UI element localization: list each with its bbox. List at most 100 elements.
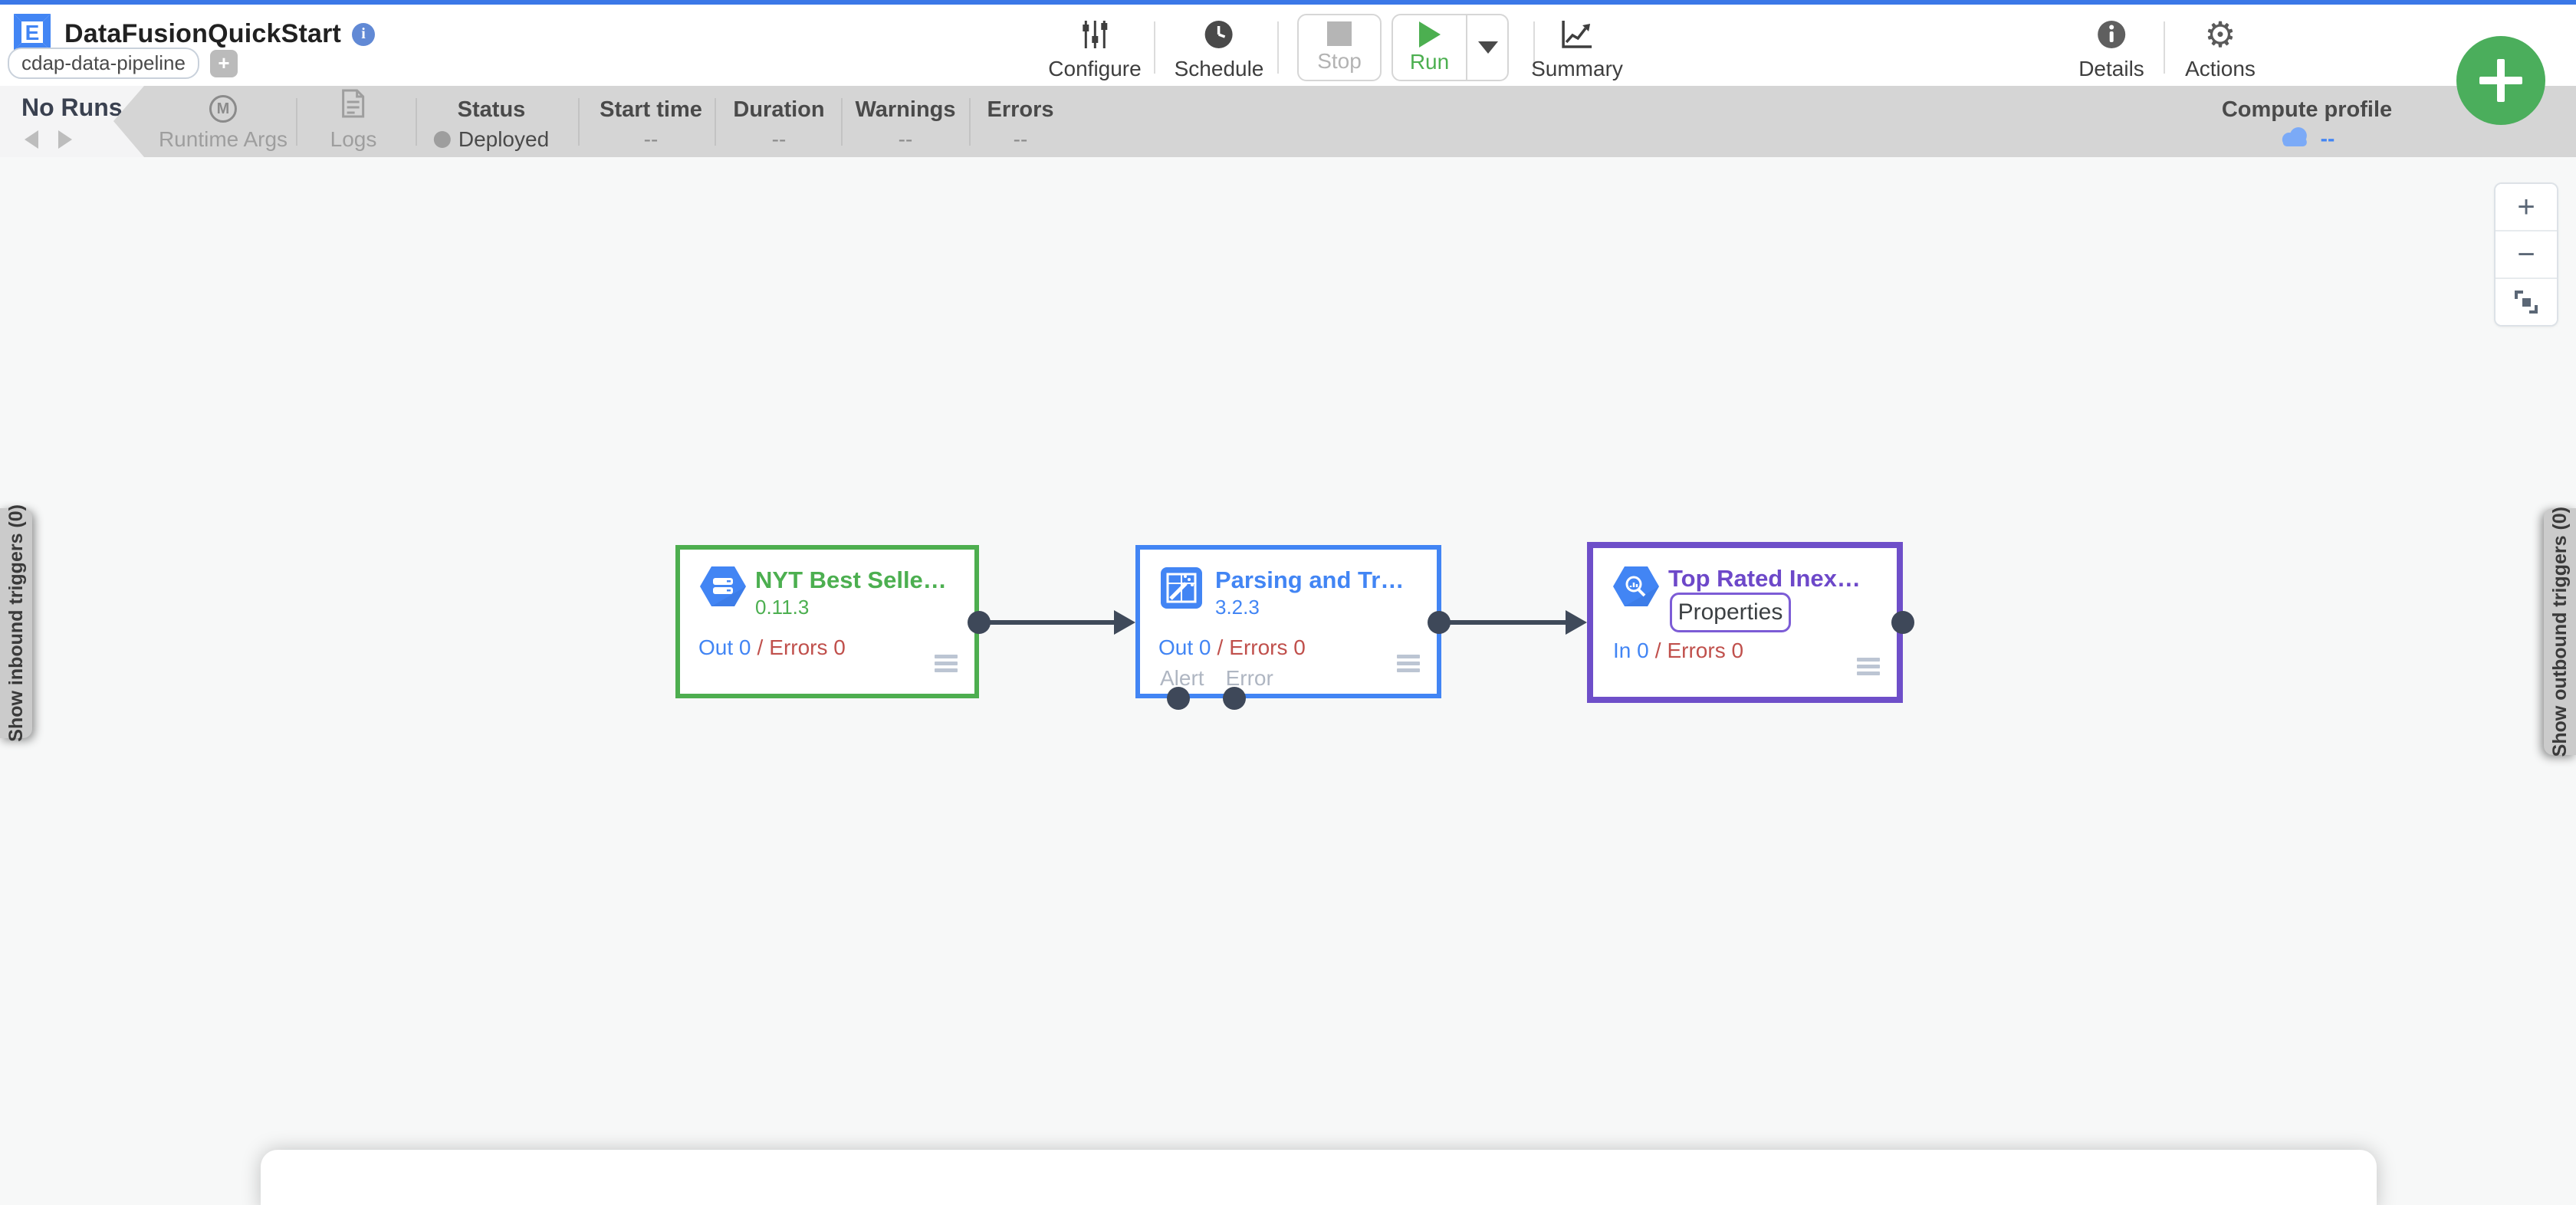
- output-port[interactable]: [1891, 611, 1914, 634]
- node-title: Parsing and Tr…: [1215, 566, 1405, 593]
- error-port[interactable]: [1223, 687, 1246, 710]
- add-tag-button[interactable]: +: [209, 49, 238, 77]
- fit-to-screen-button[interactable]: [2496, 277, 2557, 325]
- edge-transform-to-sink[interactable]: [1439, 620, 1568, 625]
- errors-count: Errors 0: [1229, 635, 1306, 659]
- status-dot-icon: [433, 131, 451, 148]
- inbound-triggers-tab[interactable]: Show inbound triggers (0): [0, 504, 32, 742]
- compute-profile[interactable]: Compute profile --: [2222, 86, 2392, 157]
- duration-label: Duration: [733, 97, 825, 122]
- start-time-column: Start time --: [600, 86, 702, 157]
- metrics-separator: /: [1217, 635, 1224, 659]
- compute-profile-label: Compute profile: [2221, 97, 2393, 122]
- top-accent-bar: [0, 0, 2576, 5]
- runtime-args-button[interactable]: M Runtime Args: [159, 86, 288, 157]
- runs-pager: [25, 130, 72, 149]
- warnings-value: --: [898, 127, 913, 151]
- output-port[interactable]: [968, 611, 991, 634]
- runs-separator: [578, 98, 580, 146]
- start-time-label: Start time: [600, 97, 702, 122]
- errors-column: Errors --: [987, 86, 1053, 157]
- node-title: NYT Best Selle…: [755, 566, 947, 593]
- actions-button[interactable]: ⚙ Actions: [2185, 17, 2256, 81]
- run-divider: [1466, 15, 1467, 80]
- brand: E DataFusionQuickStart i: [11, 11, 376, 57]
- inbound-triggers-label: Show inbound triggers (0): [5, 504, 27, 742]
- errors-label: Errors: [987, 97, 1054, 122]
- runs-separator: [841, 98, 843, 146]
- toolbar-separator: [1154, 21, 1155, 74]
- logs-label: Logs: [330, 127, 377, 151]
- node-menu-icon[interactable]: [935, 655, 958, 675]
- logs-button[interactable]: Logs: [330, 86, 377, 157]
- node-sink[interactable]: Top Rated Inex… Properties In 0/Errors 0: [1587, 542, 1903, 703]
- node-metrics: Out 0/Errors 0: [698, 635, 846, 660]
- gcs-hexagon-icon: [700, 566, 746, 610]
- stop-icon: [1327, 21, 1352, 46]
- zoom-out-button[interactable]: −: [2496, 230, 2557, 277]
- zoom-in-button[interactable]: +: [2496, 184, 2557, 230]
- duration-value: --: [771, 127, 787, 151]
- svg-text:E: E: [25, 21, 40, 44]
- warnings-label: Warnings: [855, 97, 956, 122]
- schedule-button[interactable]: Schedule: [1174, 17, 1264, 81]
- runs-separator: [416, 98, 417, 146]
- details-button[interactable]: Details: [2078, 17, 2144, 81]
- document-icon: [341, 88, 366, 123]
- status-column: Status Deployed: [433, 86, 550, 157]
- node-menu-icon[interactable]: [1397, 655, 1420, 675]
- outbound-triggers-tab[interactable]: Show outbound triggers (0): [2544, 506, 2576, 757]
- out-count: Out 0: [1158, 635, 1211, 659]
- pipeline-canvas[interactable]: + − Show inbound triggers (0) Show outbo…: [0, 157, 2576, 1205]
- artifact-tag: cdap-data-pipeline: [8, 48, 199, 79]
- compute-profile-value: --: [2320, 126, 2335, 150]
- toolbar-separator: [1533, 21, 1535, 74]
- run-options-button[interactable]: [1467, 15, 1509, 80]
- schedule-label: Schedule: [1174, 57, 1264, 80]
- plus-icon: [2497, 59, 2505, 102]
- play-icon: [1418, 21, 1441, 48]
- runs-separator: [969, 98, 971, 146]
- edge-arrowhead-icon: [1114, 610, 1135, 635]
- create-pipeline-button[interactable]: [2456, 36, 2545, 125]
- metrics-separator: /: [757, 635, 764, 659]
- toolbar-separator: [2164, 21, 2165, 74]
- actions-label: Actions: [2185, 57, 2256, 80]
- configure-button[interactable]: Configure: [1048, 17, 1142, 81]
- node-title: Top Rated Inex…: [1668, 565, 1861, 592]
- outbound-triggers-label: Show outbound triggers (0): [2548, 506, 2571, 757]
- status-label: Status: [457, 97, 526, 122]
- node-menu-icon[interactable]: [1857, 658, 1880, 678]
- next-run-button[interactable]: [58, 130, 72, 149]
- node-transform[interactable]: Parsing and Tr… 3.2.3 Out 0/Errors 0 Ale…: [1135, 545, 1441, 698]
- chart-icon: [1559, 17, 1595, 52]
- header: E DataFusionQuickStart i cdap-data-pipel…: [0, 5, 2576, 125]
- node-source[interactable]: NYT Best Selle… 0.11.3 Out 0/Errors 0: [675, 545, 979, 698]
- in-count: In 0: [1613, 639, 1649, 662]
- output-port[interactable]: [1428, 611, 1451, 634]
- runs-separator: [296, 98, 297, 146]
- run-label: Run: [1409, 49, 1450, 74]
- run-button-group: Run: [1392, 14, 1509, 81]
- alert-port[interactable]: [1167, 687, 1190, 710]
- edge-source-to-transform[interactable]: [979, 620, 1116, 625]
- bigquery-hexagon-icon: [1613, 566, 1659, 610]
- cloud-icon: [2279, 126, 2312, 151]
- runs-separator: [715, 98, 716, 146]
- stop-button[interactable]: Stop: [1297, 14, 1382, 81]
- properties-button[interactable]: Properties: [1670, 593, 1791, 632]
- summary-button[interactable]: Summary: [1531, 17, 1623, 81]
- stop-label: Stop: [1317, 49, 1362, 73]
- status-value: Deployed: [458, 127, 550, 151]
- metrics-separator: /: [1654, 639, 1661, 662]
- node-metrics: In 0/Errors 0: [1613, 639, 1743, 663]
- start-time-value: --: [643, 127, 659, 151]
- edge-arrowhead-icon: [1566, 610, 1587, 635]
- pipeline-info-icon[interactable]: i: [352, 22, 376, 46]
- runtime-args-label: Runtime Args: [158, 127, 288, 151]
- previous-run-button[interactable]: [25, 130, 38, 149]
- run-button[interactable]: Run: [1393, 15, 1466, 80]
- out-count: Out 0: [698, 635, 751, 659]
